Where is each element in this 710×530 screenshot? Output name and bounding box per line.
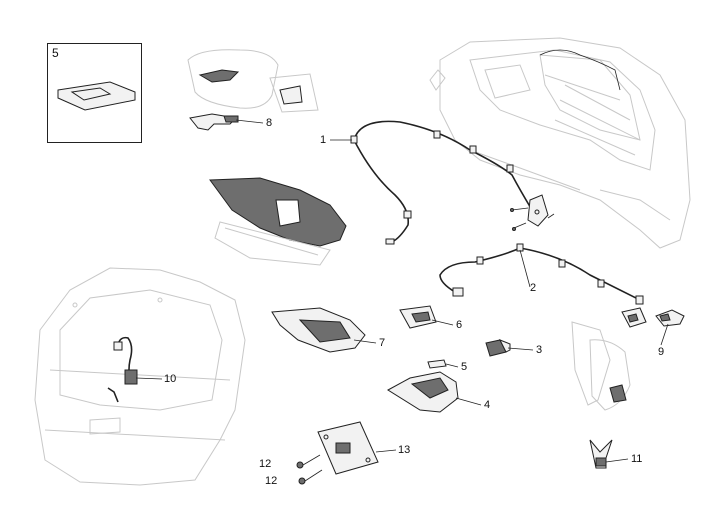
rear-sensor-holder-left: [621, 307, 647, 328]
tailgate-camera-harness: [107, 336, 138, 403]
rear-camera-housing: [209, 177, 347, 266]
lower-cover: [387, 371, 459, 413]
callout-2: 2: [530, 282, 537, 294]
camera-unit: [399, 305, 437, 329]
door-mirror-outline: [187, 49, 319, 113]
callout-12b: 12: [265, 475, 278, 487]
mirror-camera-bracket: [189, 113, 239, 131]
rear-sensor-harness: [439, 243, 644, 305]
callout-9: 9: [658, 346, 665, 358]
front-sensor-harness: [350, 120, 533, 245]
rear-sensor-holder: [655, 309, 685, 327]
callout-1: 1: [320, 134, 327, 146]
callout-11: 11: [631, 453, 643, 465]
control-module: [317, 421, 379, 475]
callout-4: 4: [484, 399, 491, 411]
callout-5: 5: [461, 361, 468, 373]
sensor-bracket: [510, 194, 555, 248]
inset-protective-pad: [57, 81, 136, 111]
front-bumper-outline: [429, 37, 691, 249]
callout-6: 6: [456, 319, 463, 331]
inset-label: 5: [52, 46, 59, 60]
connector-block: [485, 339, 511, 357]
camera-cover: [271, 307, 366, 353]
callout-12a: 12: [259, 458, 272, 470]
small-pad: [427, 359, 447, 369]
callout-13: 13: [398, 444, 411, 456]
tailgate-outline: [34, 267, 246, 486]
callout-8: 8: [266, 117, 273, 129]
inset-frame: 5: [47, 43, 142, 143]
callout-3: 3: [536, 344, 543, 356]
screws: [296, 454, 323, 485]
callout-7: 7: [379, 337, 386, 349]
callout-10: 10: [164, 373, 177, 385]
door-mirror-outline-right: [571, 321, 631, 411]
mirror-camera: [589, 439, 613, 469]
callout-leaders: [135, 119, 669, 463]
